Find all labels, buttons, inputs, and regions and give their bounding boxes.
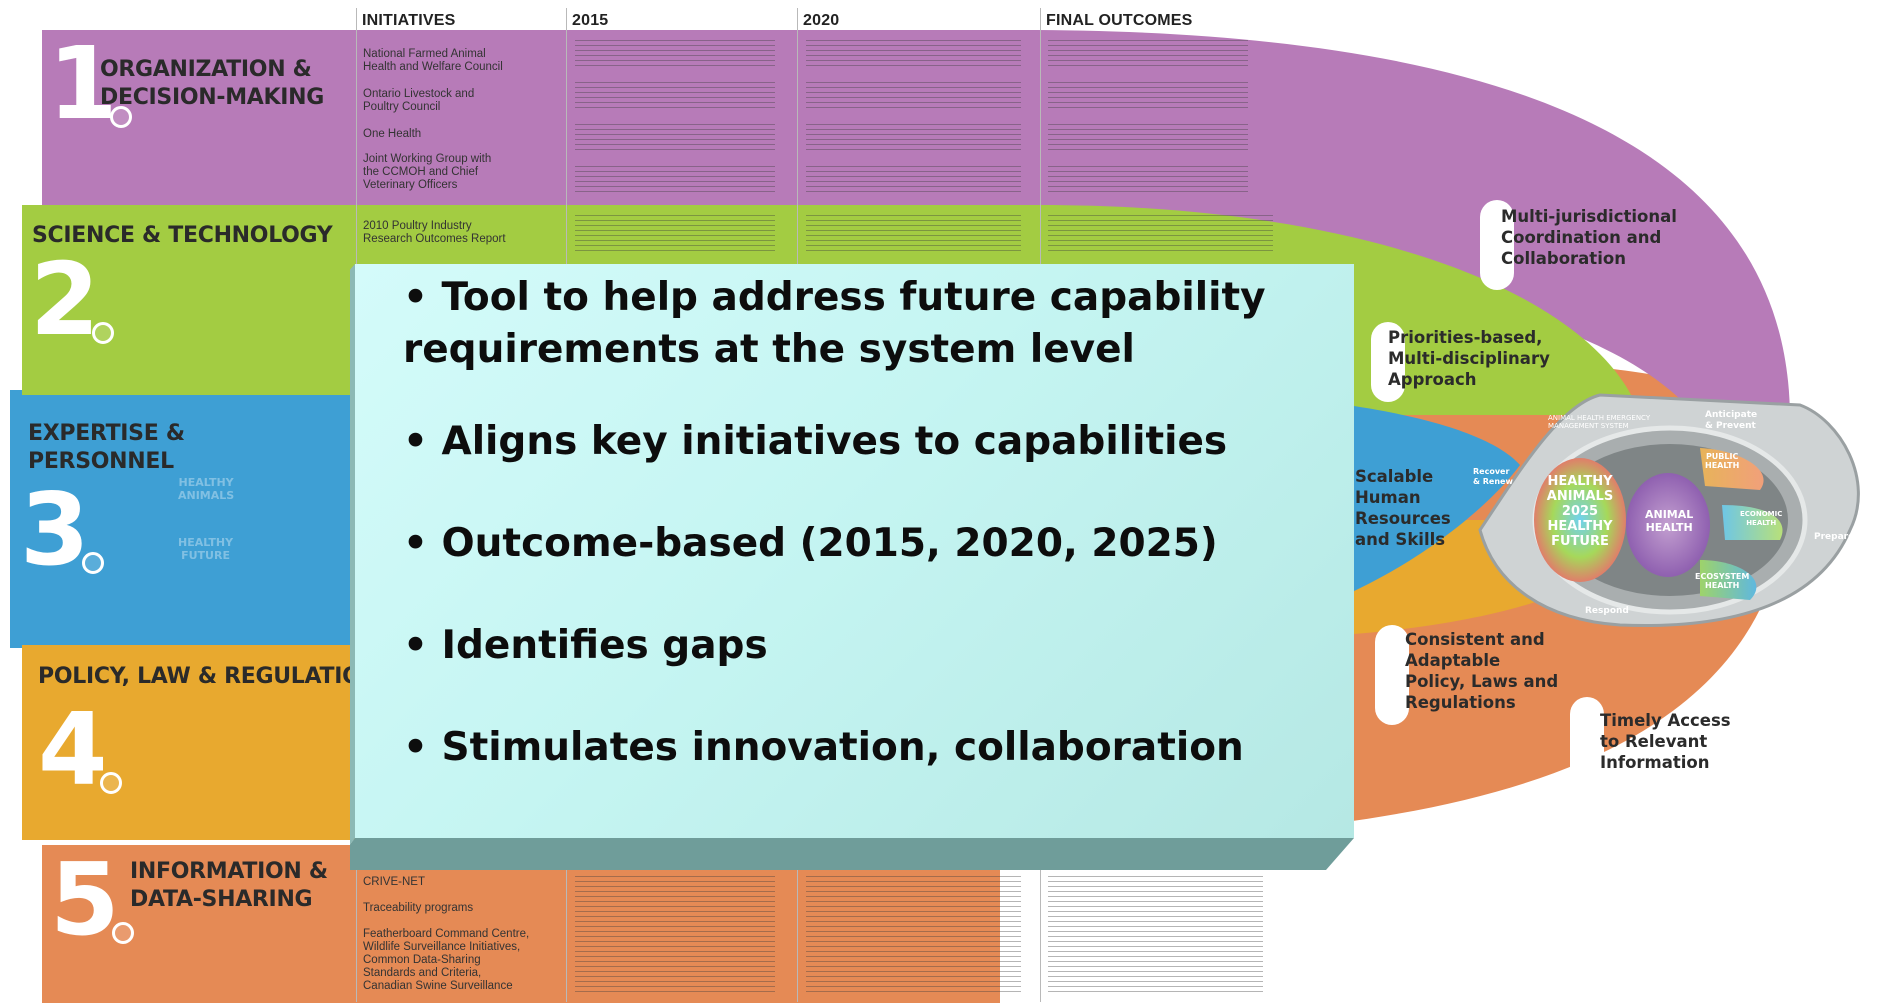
- band-number-2: 2: [30, 241, 114, 358]
- wheel-segment-ecosystem: ECOSYSTEM HEALTH: [1695, 572, 1750, 590]
- band-1-block: [42, 30, 362, 206]
- band-number-4: 4: [38, 691, 122, 808]
- band-title-2: SCIENCE & TECHNOLOGY: [32, 223, 333, 248]
- fine-print: [1048, 124, 1248, 154]
- outcome-scalable-hr: Scalable Human Resources and Skills: [1355, 467, 1451, 549]
- outcome-marker: [1570, 697, 1604, 797]
- outcome-marker: [1371, 322, 1405, 402]
- watermark-healthy-animals: HEALTHY ANIMALS: [178, 476, 235, 502]
- band-title-1: ORGANIZATION & DECISION-MAKING: [100, 57, 325, 110]
- wheel-segment-public: PUBLIC HEALTH: [1705, 452, 1740, 470]
- fine-print: [1048, 166, 1248, 196]
- bullet-outcome-based: • Outcome-based (2015, 2020, 2025): [403, 521, 1218, 566]
- band-title-4: POLICY, LAW & REGULATION: [38, 664, 379, 689]
- fine-print: [1048, 215, 1273, 255]
- wheel-center-label: HEALTHY ANIMALS 2025 HEALTHY FUTURE: [1546, 474, 1614, 549]
- wheel-phase-respond: Respond: [1585, 606, 1629, 616]
- band-title-5: INFORMATION & DATA-SHARING: [130, 859, 328, 912]
- fine-print: [575, 40, 775, 70]
- fine-print: [575, 82, 775, 112]
- fine-print: [575, 166, 775, 196]
- column-header-final-outcomes: FINAL OUTCOMES: [1046, 12, 1193, 29]
- band-number-3: 3: [20, 471, 104, 588]
- band-number-1: 1: [48, 25, 132, 142]
- wheel-ring-label: ANIMAL HEALTH EMERGENCY MANAGEMENT SYSTE…: [1548, 414, 1651, 430]
- fine-print: [806, 82, 1021, 112]
- fine-print: [806, 215, 1021, 255]
- wheel-segment-economic: ECONOMIC HEALTH: [1740, 510, 1783, 527]
- outcome-consistent-policy: Consistent and Adaptable Policy, Laws an…: [1405, 630, 1559, 712]
- fine-print: [806, 166, 1021, 196]
- fine-print: [806, 124, 1021, 154]
- fine-print: [1048, 82, 1248, 112]
- band-2-block: [22, 205, 362, 395]
- initiative-joint-working-group: Joint Working Group with the CCMOH and C…: [363, 153, 492, 191]
- column-header-2020: 2020: [803, 12, 840, 29]
- wheel-phase-recover: Recover & Renew: [1473, 467, 1513, 486]
- outcome-marker: [1480, 200, 1514, 290]
- initiative-nfahwc: National Farmed Animal Health and Welfar…: [363, 48, 503, 73]
- fine-print: [806, 876, 1021, 996]
- column-header-initiatives: INITIATIVES: [362, 12, 456, 29]
- outcome-multi-jurisdictional: Multi-jurisdictional Coordination and Co…: [1501, 207, 1677, 268]
- band-5-bottom: [42, 845, 1000, 1003]
- wheel-segment-animal: ANIMAL HEALTH: [1645, 508, 1694, 534]
- wheel-phase-anticipate: Anticipate & Prevent: [1705, 410, 1758, 431]
- fine-print: [806, 40, 1021, 70]
- fine-print: [1048, 876, 1263, 996]
- column-header-2015: 2015: [572, 12, 609, 29]
- initiative-one-health: One Health: [363, 128, 422, 140]
- initiative-crive-net: CRIVE-NET: [363, 876, 425, 888]
- band-title-3: EXPERTISE & PERSONNEL: [28, 421, 185, 474]
- fine-print: [575, 124, 775, 154]
- outcome-priorities-based: Priorities-based, Multi-disciplinary App…: [1388, 328, 1550, 389]
- bullet-identifies-gaps: • Identifies gaps: [403, 623, 768, 668]
- fine-print: [575, 876, 775, 996]
- initiative-poultry-report: 2010 Poultry Industry Research Outcomes …: [363, 220, 506, 245]
- fine-print: [575, 215, 775, 255]
- initiative-traceability: Traceability programs: [363, 902, 474, 914]
- initiative-olpc: Ontario Livestock and Poultry Council: [363, 88, 475, 113]
- summary-callout: [355, 264, 1354, 838]
- wheel-graphic: [1478, 393, 1860, 628]
- outcome-timely-access: Timely Access to Relevant Information: [1600, 711, 1731, 772]
- watermark-healthy-future: HEALTHY FUTURE: [178, 536, 234, 562]
- fine-print: [1048, 40, 1248, 70]
- outcome-marker: [1375, 625, 1409, 725]
- initiative-featherboard: Featherboard Command Centre, Wildlife Su…: [363, 928, 530, 992]
- bullet-stimulates: • Stimulates innovation, collaboration: [403, 725, 1244, 770]
- wheel-phase-prepare: Prepare: [1814, 532, 1855, 542]
- band-number-5: 5: [50, 841, 134, 958]
- bullet-tool: • Tool to help address future capability…: [403, 275, 1266, 372]
- bullet-aligns: • Aligns key initiatives to capabilities: [403, 419, 1228, 464]
